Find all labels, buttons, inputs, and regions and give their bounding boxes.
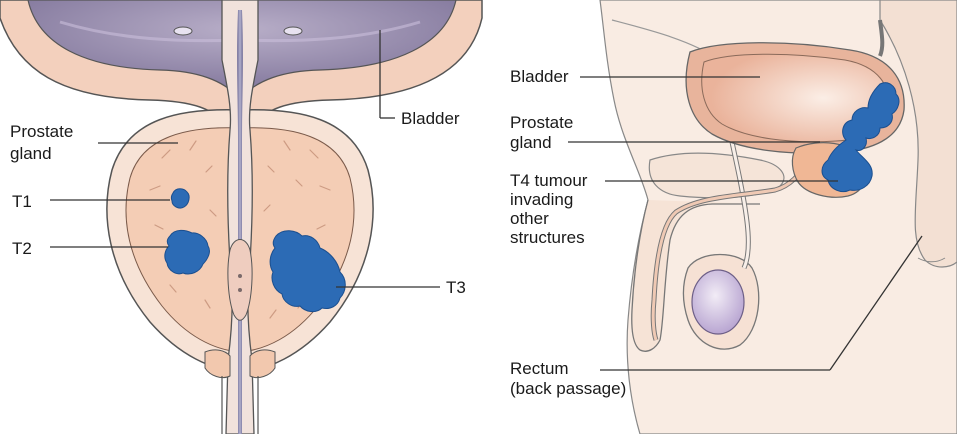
label-prostate-left-line1: Prostate	[10, 122, 73, 141]
label-bladder-left: Bladder	[401, 109, 460, 128]
left-panel-illustration	[0, 0, 482, 434]
label-t2: T2	[12, 239, 32, 258]
label-rectum-line2: (back passage)	[510, 379, 626, 398]
label-t1: T1	[12, 192, 32, 211]
label-t4-line3: other	[510, 209, 549, 228]
label-bladder-right: Bladder	[510, 67, 569, 86]
label-t3: T3	[446, 278, 466, 297]
label-t4-line2: invading	[510, 190, 573, 209]
label-prostate-left-line2: gland	[10, 144, 52, 163]
label-prostate-right-line2: gland	[510, 133, 552, 152]
label-rectum-line1: Rectum	[510, 359, 569, 378]
label-t4-line1: T4 tumour	[510, 171, 588, 190]
label-prostate-right-line1: Prostate	[510, 113, 573, 132]
label-t4-line4: structures	[510, 228, 585, 247]
testis-shape	[692, 270, 744, 334]
t1-tumour	[171, 189, 189, 208]
right-panel-illustration	[568, 0, 957, 434]
